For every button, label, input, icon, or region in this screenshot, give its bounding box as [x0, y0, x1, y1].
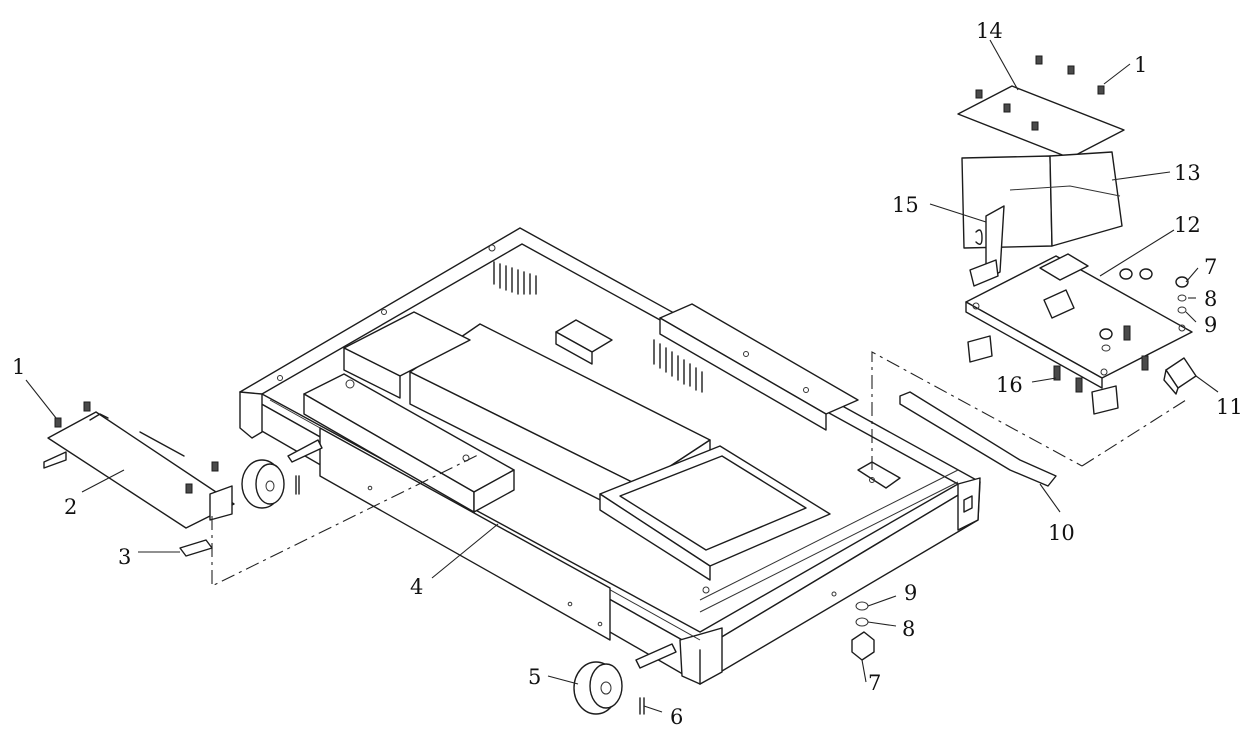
left-box — [343, 311, 471, 399]
callout-9-top: 9 — [1204, 313, 1217, 337]
callout-2: 2 — [64, 495, 77, 519]
callout-7-top: 7 — [1204, 255, 1217, 279]
callout-3: 3 — [118, 545, 131, 569]
guide-lines — [871, 351, 1187, 470]
callout-14: 14 — [976, 19, 1003, 43]
front-plate — [319, 427, 611, 641]
left-cover-plate — [43, 401, 481, 587]
callout-13: 13 — [1174, 161, 1201, 185]
inner-post — [857, 461, 901, 489]
callout-8-bottom: 8 — [902, 617, 915, 641]
callout-12: 12 — [1174, 213, 1201, 237]
control-box — [961, 151, 1123, 249]
callout-8-top: 8 — [1204, 287, 1217, 311]
callout-10: 10 — [1048, 521, 1075, 545]
top-lid — [957, 55, 1125, 167]
vent-right — [653, 339, 703, 393]
callout-5: 5 — [528, 665, 541, 689]
bottom-fasteners — [851, 601, 875, 661]
leader-lines — [25, 39, 1219, 713]
callout-11: 11 — [1216, 395, 1243, 419]
wheel-front — [573, 643, 677, 715]
foot-pad — [1163, 357, 1197, 395]
callout-labels: 1 14 13 15 12 7 8 9 16 11 10 1 2 3 4 5 6… — [12, 19, 1243, 729]
lower-box — [599, 445, 831, 581]
base-plate — [965, 253, 1193, 415]
left-crossbar — [303, 373, 515, 513]
callout-6: 6 — [670, 705, 683, 729]
small-block — [555, 319, 613, 365]
callout-7-bottom: 7 — [868, 671, 881, 695]
wheel-rear — [241, 439, 323, 509]
long-bar — [899, 391, 1057, 487]
callout-16: 16 — [996, 373, 1023, 397]
rear-rail — [659, 303, 859, 431]
callout-4: 4 — [410, 575, 423, 599]
callout-1-top: 1 — [1134, 53, 1147, 77]
bracket-arm — [969, 205, 1005, 287]
vent-left — [493, 261, 537, 295]
callout-15: 15 — [892, 193, 919, 217]
callout-1-left: 1 — [12, 355, 25, 379]
callout-9-bottom: 9 — [904, 581, 917, 605]
